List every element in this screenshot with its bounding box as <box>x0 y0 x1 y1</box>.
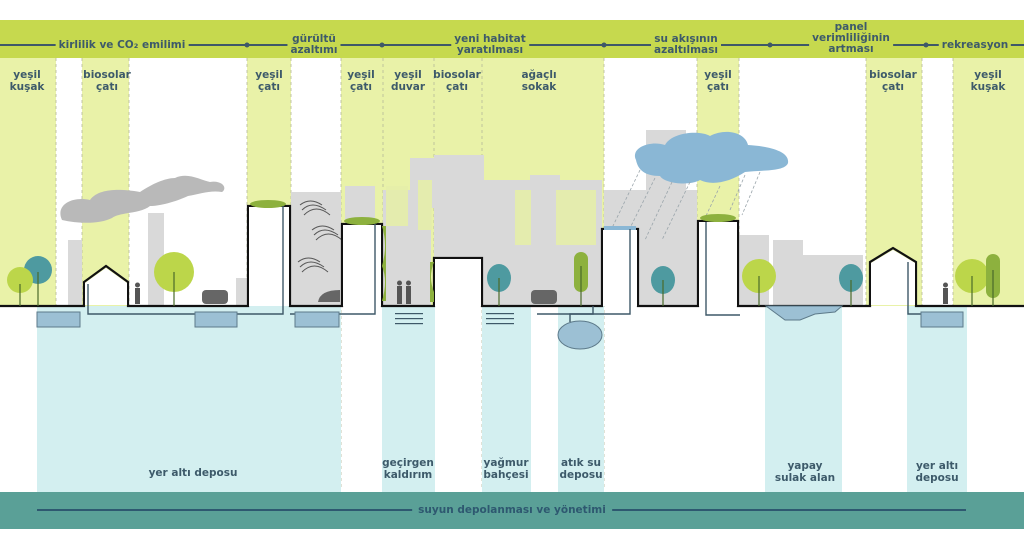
benefit-label-noise: gürültü azaltımı <box>287 34 341 56</box>
zone-underground-storage-left <box>37 306 341 492</box>
zone-green-roof-1 <box>247 58 291 206</box>
surface-label: biosolar çatı <box>869 69 917 93</box>
car-icon <box>531 290 557 304</box>
zone-permeable-pavement <box>382 306 435 492</box>
surface-label: biosolar çatı <box>433 69 481 93</box>
people <box>135 280 948 304</box>
benefit-label-recreation: rekreasyon <box>938 40 1012 51</box>
person-icon <box>135 288 140 304</box>
blue-roof <box>604 226 636 230</box>
storage-tank-icon <box>920 311 964 328</box>
underground-label: yer altı deposu <box>148 467 238 479</box>
underground-label: yağmur bahçesi <box>483 457 529 481</box>
surface-label: biosolar çatı <box>83 69 131 93</box>
zone-underground-storage-right <box>907 306 967 492</box>
underground-label: geçirgen kaldırım <box>382 457 434 481</box>
permeable-dots <box>395 313 514 325</box>
wetland-pond-icon <box>764 305 844 321</box>
storage-tank-icon <box>194 311 238 328</box>
benefit-label-habitat: yeni habitat yaratılması <box>451 34 529 56</box>
storage-tanks <box>36 305 964 350</box>
zone-biosolar-roof-1 <box>82 58 129 306</box>
tree-trunks <box>19 266 994 306</box>
benefit-label-panel: panel verimliliğinin artması <box>809 22 893 55</box>
surface-label: yeşil çatı <box>704 69 732 93</box>
water-management-label: suyun depolanması ve yönetimi <box>412 504 612 516</box>
surface-label: yeşil kuşak <box>9 69 45 93</box>
zone-artificial-wetland <box>765 306 842 492</box>
underground-zones <box>37 306 967 492</box>
wastewater-tank-icon <box>557 320 603 350</box>
surface-label: yeşil kuşak <box>970 69 1006 93</box>
cars <box>202 290 557 304</box>
person-icon <box>943 288 948 304</box>
ground-profile <box>0 204 1024 308</box>
benefit-label-pollution: kirlilik ve CO₂ emilimi <box>55 40 189 51</box>
surface-label: yeşil çatı <box>347 69 375 93</box>
rain-lines <box>611 169 761 241</box>
storage-tank-icon <box>36 311 81 328</box>
noise-wave-icons <box>297 200 343 273</box>
person-icon <box>406 286 411 304</box>
benefits-line-dots <box>244 42 929 48</box>
surface-label: yeşil duvar <box>390 69 426 93</box>
underground-label: atık su deposu <box>559 457 603 481</box>
roof-vegetation <box>250 200 736 302</box>
underground-label: yapay sulak alan <box>774 460 836 484</box>
benefit-label-runoff: su akışının azaltılması <box>651 34 721 56</box>
surface-label: yeşil çatı <box>255 69 283 93</box>
city-highlights <box>386 180 596 245</box>
underground-label: yer altı deposu <box>915 460 959 484</box>
smoke-cloud-icon <box>60 175 225 223</box>
storage-tank-icon <box>294 311 340 328</box>
tree-icon <box>7 267 33 293</box>
tree-icon <box>839 264 863 292</box>
person-icon <box>397 286 402 304</box>
car-icon <box>318 290 340 302</box>
rain-cloud-icon <box>634 131 789 184</box>
surface-label: ağaçlı sokak <box>521 69 557 93</box>
car-icon <box>202 290 228 304</box>
zone-rain-garden <box>482 306 531 492</box>
